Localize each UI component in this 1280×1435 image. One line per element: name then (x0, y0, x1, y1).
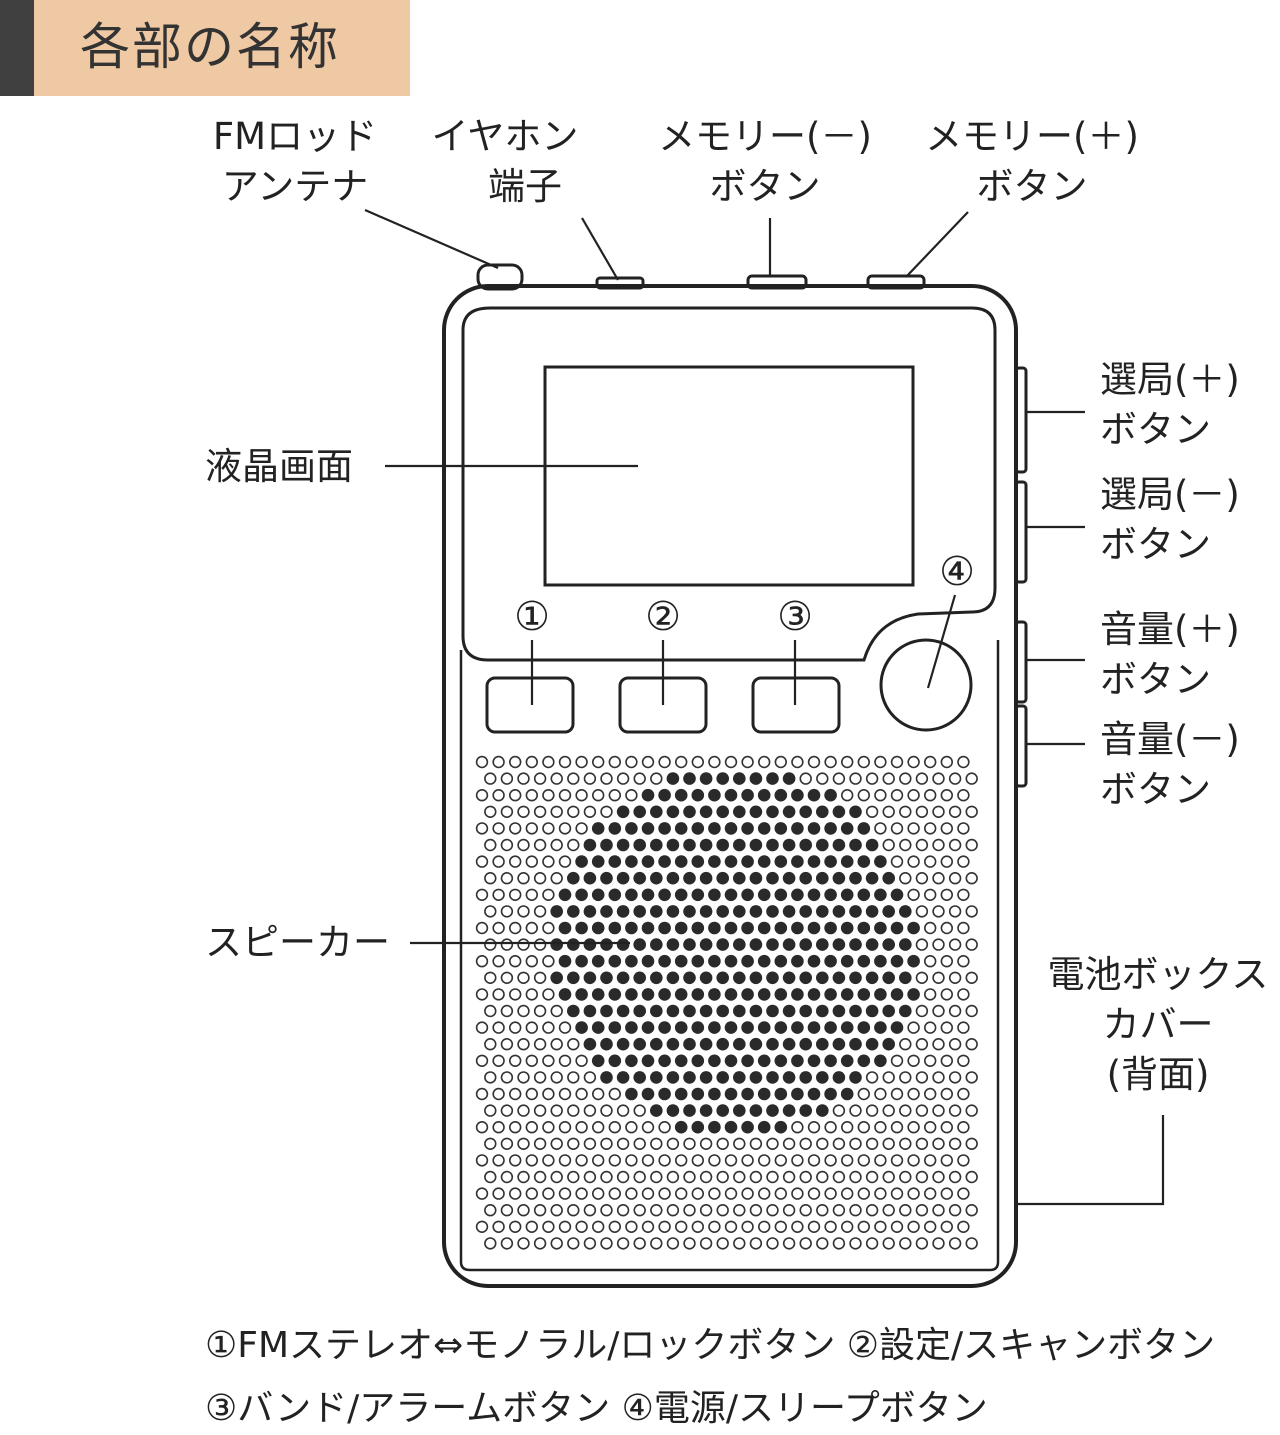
marker-4: ④ (939, 549, 975, 595)
tune-minus-shape (1014, 480, 1028, 584)
label-tune-plus: 選局(＋) ボタン (1100, 358, 1240, 451)
label-memory-minus: メモリー(－) ボタン (658, 115, 872, 208)
label-volume-minus: 音量(－) ボタン (1100, 718, 1240, 811)
label-tune-minus: 選局(－) ボタン (1100, 473, 1240, 566)
label-memory-plus: メモリー(＋) ボタン (925, 115, 1139, 208)
label-fm-antenna: FMロッド アンテナ (212, 115, 378, 208)
power-button-shape (879, 638, 973, 732)
label-volume-plus: 音量(＋) ボタン (1100, 608, 1240, 701)
marker-3: ③ (777, 594, 813, 640)
volume-plus-shape (1014, 620, 1028, 704)
marker-1: ① (514, 594, 550, 640)
display-panel (461, 306, 997, 662)
label-battery-cover: 電池ボックス カバー (背面) (1047, 953, 1269, 1096)
header-accent-bar (0, 0, 34, 96)
volume-minus-shape (1014, 704, 1028, 788)
tune-plus-shape (1014, 366, 1028, 474)
label-earphone-jack: イヤホン 端子 (431, 115, 579, 208)
antenna-tip (476, 263, 524, 291)
grille-frame (459, 640, 1000, 1272)
label-speaker: スピーカー (205, 921, 390, 964)
section-header: 各部の名称 (0, 0, 410, 96)
marker-2: ② (645, 594, 681, 640)
button-1-shape (485, 676, 575, 734)
legend-line-2: ③バンド/アラームボタン ④電源/スリープボタン (205, 1388, 988, 1429)
speaker-grille (475, 755, 978, 1250)
section-title: 各部の名称 (80, 18, 340, 76)
legend-line-1: ①FMステレオ⇔モノラル/ロックボタン ②設定/スキャンボタン (205, 1325, 1216, 1366)
label-lcd: 液晶画面 (205, 445, 353, 488)
radio-body (442, 284, 1018, 1288)
lcd-screen (543, 365, 915, 587)
